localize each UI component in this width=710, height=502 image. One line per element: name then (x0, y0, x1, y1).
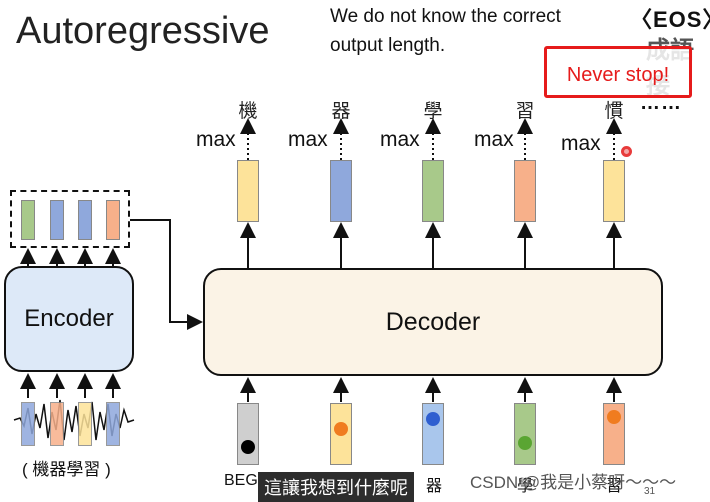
input-token (603, 403, 625, 465)
input-token (330, 403, 352, 465)
dotted-arrows (240, 118, 622, 160)
eos-overlay-text: 〈EOS〉 (630, 7, 710, 32)
max-label: max (288, 128, 328, 151)
input-label: 器 (426, 478, 443, 495)
output-char: 習 (515, 101, 535, 122)
output-vector (603, 160, 625, 222)
encoder-input-caption: ( 機器學習 ) (22, 460, 111, 479)
audio-frame (21, 402, 35, 446)
output-vector (330, 160, 352, 222)
input-label: 學 (517, 478, 534, 495)
pointer-cursor (621, 146, 632, 157)
max-label: max (561, 132, 601, 155)
audio-frame (106, 402, 120, 446)
watermark: CSDN @我是小蔡呀～～～ (470, 473, 677, 492)
note-text: We do not know the correct output length… (330, 2, 561, 60)
input-token-begin (237, 403, 259, 465)
slide-title: Autoregressive (16, 10, 270, 52)
max-label: max (380, 128, 420, 151)
encoder-output-arrows (20, 248, 121, 266)
input-label: 習 (606, 478, 623, 495)
encoder-output-vector (21, 200, 35, 240)
output-vector (514, 160, 536, 222)
output-char: 器 (331, 101, 351, 122)
note-line-1: We do not know the correct (330, 6, 561, 27)
encoder-input-arrows (20, 373, 121, 398)
encoder-output-vector (106, 200, 120, 240)
audio-frame (78, 402, 92, 446)
input-token (422, 403, 444, 465)
input-token (514, 403, 536, 465)
max-label: max (196, 128, 236, 151)
encoder-to-decoder-arrow (130, 219, 203, 330)
output-char: 機 (238, 101, 258, 122)
ellipsis: …… (640, 92, 682, 114)
output-vector (422, 160, 444, 222)
encoder-output-group (10, 190, 130, 248)
token-dot (518, 436, 532, 450)
video-subtitle: 這讓我想到什麼呢 (258, 472, 414, 502)
max-label: max (474, 128, 514, 151)
decoder-block: Decoder (203, 268, 663, 376)
encoder-block: Encoder (4, 266, 134, 372)
decoder-input-arrows (240, 377, 622, 402)
output-char: 慣 (604, 101, 624, 122)
encoder-output-vector (50, 200, 64, 240)
audio-frame (50, 402, 64, 446)
token-dot (607, 410, 621, 424)
output-char: 學 (423, 101, 443, 122)
page-number: 31 (644, 486, 656, 497)
token-dot (241, 440, 255, 454)
note-line-2: output length. (330, 35, 446, 56)
decoder-output-arrows (240, 222, 622, 268)
encoder-output-vector (78, 200, 92, 240)
never-stop-callout: Never stop! (544, 46, 692, 98)
output-vector (237, 160, 259, 222)
token-dot (334, 422, 348, 436)
token-dot (426, 412, 440, 426)
